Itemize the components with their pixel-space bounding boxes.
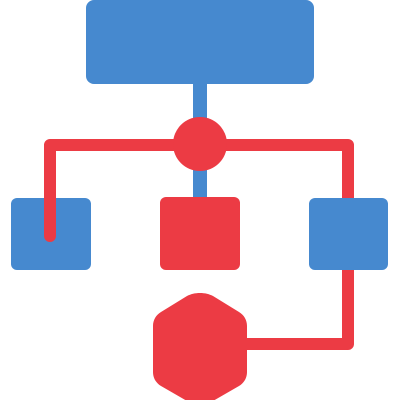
center-square-node: [160, 197, 240, 270]
hub-circle-node: [173, 117, 227, 171]
bottom-hexagon-node: [153, 293, 247, 400]
right-square-node: [309, 198, 388, 270]
top-rectangle-node: [86, 0, 314, 84]
